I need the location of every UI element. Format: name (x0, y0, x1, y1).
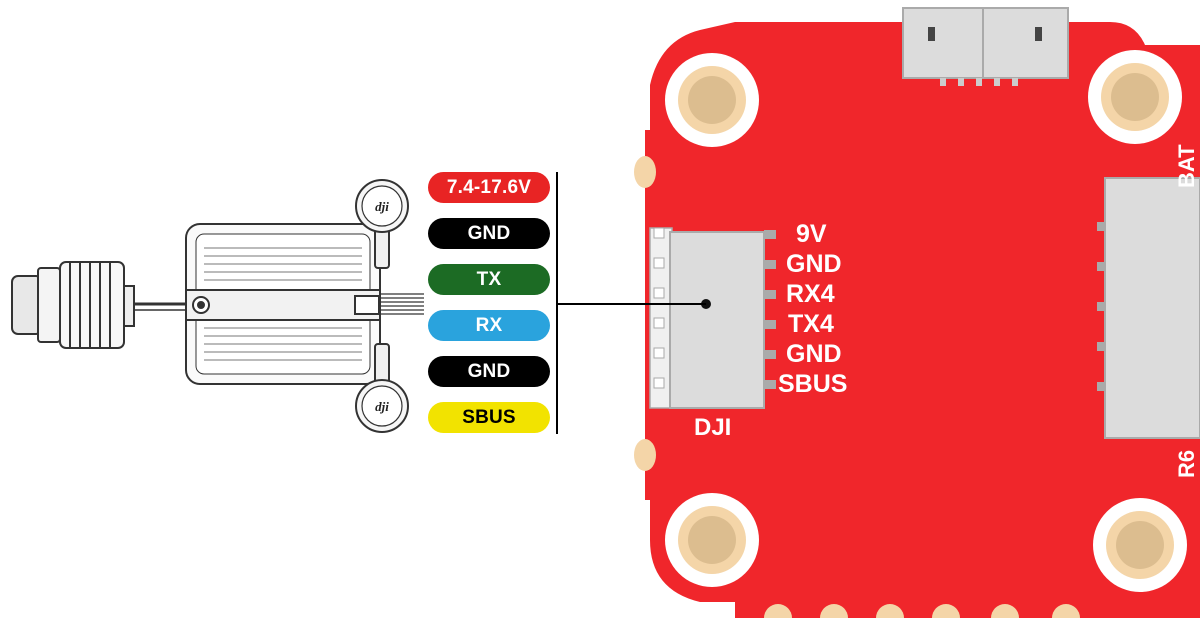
connector-notch (653, 257, 665, 269)
wire-label-sbus: SBUS (428, 402, 550, 433)
wire-label-gnd: GND (428, 356, 550, 387)
air-unit-body (185, 223, 424, 385)
fc-pin-sbus: SBUS (778, 370, 848, 398)
fc-pin-rx4: RX4 (786, 280, 835, 308)
dji-air-unit (11, 179, 424, 433)
mount-hole-top-right (1088, 50, 1182, 144)
connector-notch (653, 227, 665, 239)
board-label-bat: BAT (1174, 144, 1199, 188)
wire-label-tx: TX (428, 264, 550, 295)
wire-label-rx: RX (428, 310, 550, 341)
fc-pin-9v: 9V (796, 220, 827, 248)
connector-notch (653, 377, 665, 389)
mount-hole-bottom-right (1093, 498, 1187, 592)
board-outline (645, 22, 1200, 618)
wire-label-gnd: GND (428, 218, 550, 249)
connector-pin (764, 350, 776, 359)
wire-label-7-4-17-6v: 7.4-17.6V (428, 172, 550, 203)
connector-pin (764, 290, 776, 299)
connector-pin (764, 260, 776, 269)
left-edge-pads (634, 156, 656, 471)
fc-pin-tx4: TX4 (788, 310, 834, 338)
antenna-logo-bottom: dji (375, 399, 389, 414)
connector-pin (764, 320, 776, 329)
connector-notch (653, 347, 665, 359)
fc-pin-gnd: GND (786, 250, 842, 278)
flight-controller-board (634, 7, 1200, 623)
antenna-top (355, 179, 409, 269)
right-side-connector (1097, 177, 1200, 439)
mount-hole-bottom-left (665, 493, 759, 587)
connector-pin (764, 230, 776, 239)
dji-connector (649, 227, 776, 409)
antenna-logo-top: dji (375, 199, 389, 214)
mount-hole-top-left (665, 53, 759, 147)
board-label-r6: R6 (1174, 449, 1199, 478)
connector-pin (764, 380, 776, 389)
top-connector (902, 7, 1069, 86)
connector-notch (653, 287, 665, 299)
fc-pin-gnd: GND (786, 340, 842, 368)
antenna-bottom (355, 343, 409, 433)
connector-notch (653, 317, 665, 329)
camera-module (11, 261, 186, 349)
connector-label: DJI (694, 414, 732, 441)
